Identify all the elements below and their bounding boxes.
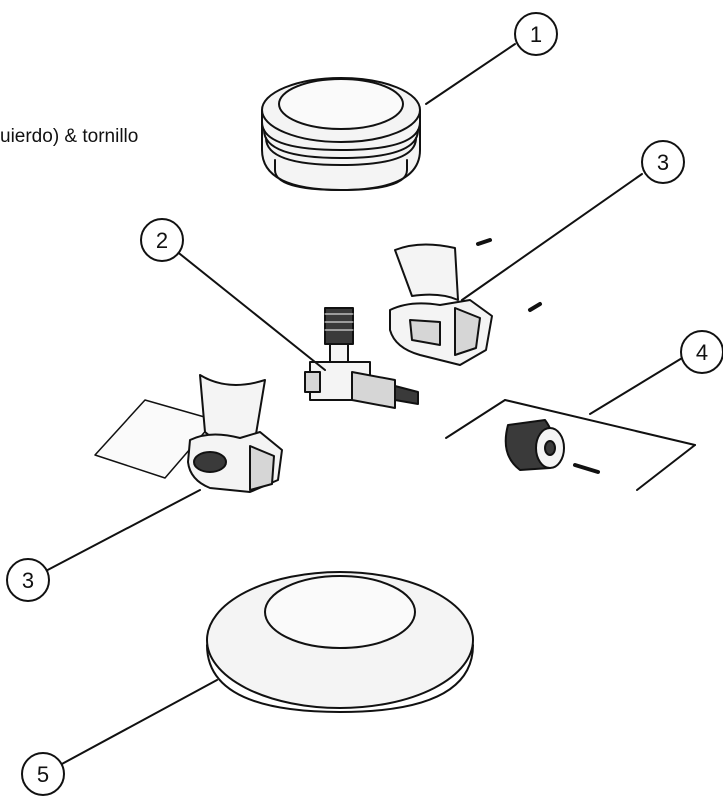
callout-circle-1 [514,12,558,56]
leader-3-lower [39,489,201,575]
callout-circle-3-upper [641,140,685,184]
callout-label-3-lower: 3 [22,568,34,593]
callout-circle-3-lower [6,558,50,602]
part-2-valve [304,307,419,409]
callout-circle-4 [680,330,723,374]
part-3-clip-upper [389,238,542,366]
part-4-knob [504,419,600,474]
leader-1 [425,43,516,105]
leader-2 [174,249,326,371]
leader-4-top [504,399,696,446]
callout-label-2: 2 [156,228,168,253]
callout-circle-5 [21,752,65,796]
leader-4-left [445,399,506,439]
callout-label-5: 5 [37,762,49,787]
part-1-cap [261,77,421,191]
callout-label-3-upper: 3 [657,150,669,175]
part-3-clip-lower [94,374,283,493]
caption-text: uierdo) & tornillo [0,126,139,147]
leader-3-upper [461,173,643,301]
callout-circle-2 [140,218,184,262]
part-5-base [206,571,474,713]
leader-5 [59,679,218,766]
callout-label-1: 1 [530,22,542,47]
callout-label-4: 4 [696,340,708,365]
leader-4-right [636,444,696,491]
leader-4 [589,351,693,415]
